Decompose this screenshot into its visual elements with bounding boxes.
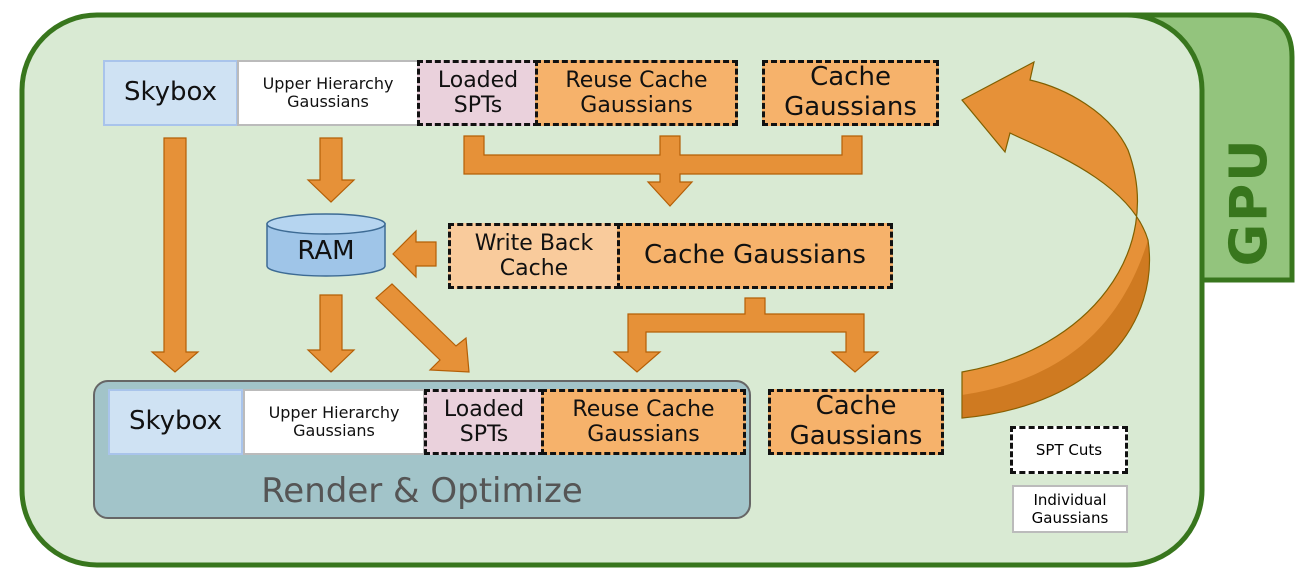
arrow-cache-split xyxy=(612,297,880,373)
top-loaded-spts: Loaded SPTs xyxy=(417,60,539,126)
top-reuse-cache: Reuse Cache Gaussians xyxy=(535,60,738,126)
bottom-loaded-spts: Loaded SPTs xyxy=(424,389,544,455)
bottom-skybox: Skybox xyxy=(108,389,243,455)
arrow-ram-diagonal xyxy=(375,283,470,373)
top-upper-hierarchy: Upper Hierarchy Gaussians xyxy=(237,60,419,126)
bottom-cache-gaussians: Cache Gaussians xyxy=(768,389,944,455)
arrow-top-merge xyxy=(463,135,863,207)
write-back-cache: Write Back Cache xyxy=(448,223,620,289)
gpu-label: GPU xyxy=(1220,137,1280,267)
arrow-writeback-to-ram xyxy=(392,229,437,279)
arrow-ram-down xyxy=(306,294,356,373)
arrow-skybox-down xyxy=(150,137,200,373)
legend-spt-cuts: SPT Cuts xyxy=(1010,426,1128,474)
legend-individual-gaussians: Individual Gaussians xyxy=(1012,485,1128,533)
arrow-upper-to-ram xyxy=(306,137,356,203)
arrow-loop-back xyxy=(961,60,1150,419)
arrow-loop-shade xyxy=(962,240,1150,418)
bottom-upper-hierarchy: Upper Hierarchy Gaussians xyxy=(243,389,425,455)
render-optimize-label: Render & Optimize xyxy=(261,471,583,511)
bottom-reuse-cache: Reuse Cache Gaussians xyxy=(541,389,746,455)
ram-label: RAM xyxy=(297,236,355,266)
top-skybox: Skybox xyxy=(103,60,238,126)
top-cache-gaussians: Cache Gaussians xyxy=(762,60,939,126)
ram-cylinder xyxy=(266,213,386,277)
middle-cache-gaussians: Cache Gaussians xyxy=(617,223,893,289)
